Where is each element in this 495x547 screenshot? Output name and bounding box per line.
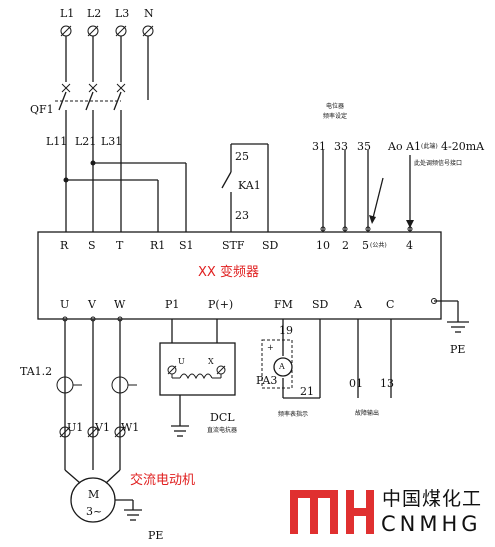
analog-range: 4-20mA [441, 140, 485, 153]
terminal-a: A [354, 298, 362, 311]
wire-w1-label: W1 [121, 421, 140, 434]
motor-label: 交流电动机 [130, 473, 196, 488]
inverter-box [37, 231, 442, 320]
note-potentiometer: 电位器 [326, 103, 345, 110]
analog-note-small: (此端) [421, 143, 438, 150]
frequency-meter [261, 319, 321, 399]
pa-top-label: 19 [279, 324, 293, 337]
wire-35-label: 35 [357, 140, 371, 153]
breaker-label: QF1 [30, 103, 54, 116]
supply-n-label: N [144, 7, 154, 20]
logo-mark [290, 490, 374, 534]
motor-outputs [56, 316, 137, 470]
terminal-s: S [88, 239, 96, 252]
pe-ground-right [431, 298, 469, 333]
pa-plus: + [267, 343, 274, 352]
relay-bottom-label: 23 [235, 209, 249, 222]
supply-l2-label: L2 [87, 7, 102, 20]
terminal-4: 4 [406, 239, 413, 252]
terminal-w: W [114, 298, 126, 311]
fault-note: 故障输出 [355, 410, 380, 417]
ta-label: TA1.2 [20, 365, 53, 378]
wire-l11-label: L11 [46, 135, 68, 148]
terminal-2: 2 [342, 239, 349, 252]
logo-text-cn: 中国煤化工 [382, 488, 483, 510]
pe-label-motor: PE [148, 529, 164, 542]
terminal-s1: S1 [179, 239, 194, 252]
analog-note: 此处调频信号接口 [414, 160, 463, 167]
dcl-x-label: X [208, 357, 214, 366]
terminal-5-note: (公共) [370, 242, 387, 249]
relay-ka1 [221, 143, 269, 232]
dcl-name: DCL [210, 411, 235, 424]
supply-l3-label: L3 [115, 7, 130, 20]
motor-letter: M [88, 488, 100, 501]
relay-top-label: 25 [235, 150, 249, 163]
terminal-r: R [60, 239, 69, 252]
terminal-t: T [116, 239, 124, 252]
breaker-qf1 [55, 83, 126, 232]
terminal-p1: P1 [165, 298, 180, 311]
fault-relay [357, 319, 392, 398]
wire-v1-label: V1 [95, 421, 110, 434]
relay-name-label: KA1 [238, 179, 261, 192]
dcl-u-label: U [178, 357, 185, 366]
fault-top-label: 01 [349, 377, 363, 390]
analog-inputs [320, 150, 414, 232]
pa-note: 频率表指示 [278, 411, 309, 418]
analog-label: Ao A1 [388, 140, 422, 153]
terminal-r1: R1 [150, 239, 166, 252]
motor [64, 469, 142, 523]
inverter-title: XX 变频器 [198, 265, 259, 280]
pa-name: PA3 [256, 374, 278, 387]
supply-terminals [60, 25, 154, 100]
pa-meter-label: A [279, 362, 285, 371]
terminal-v: V [88, 298, 96, 311]
terminal-c: C [386, 298, 395, 311]
note-frequency-set: 频率设定 [323, 113, 348, 120]
dcl-reactor [159, 319, 236, 437]
wire-33-label: 33 [334, 140, 348, 153]
terminal-10: 10 [316, 239, 330, 252]
fault-bottom-label: 13 [380, 377, 394, 390]
terminal-sd-top: SD [262, 239, 279, 252]
control-feed [63, 160, 187, 232]
terminal-5: 5 [362, 239, 369, 252]
logo-text-en: CNMHG [381, 512, 482, 536]
wire-u1-label: U1 [67, 421, 84, 434]
wire-l31-label: L31 [101, 135, 123, 148]
supply-l1-label: L1 [60, 7, 75, 20]
wire-31-label: 31 [312, 140, 326, 153]
pe-label-right: PE [450, 343, 466, 356]
terminal-sd-bottom: SD [312, 298, 329, 311]
terminal-stf: STF [222, 239, 245, 252]
motor-phase: 3~ [86, 505, 103, 518]
terminal-p-plus: P(+) [208, 298, 234, 311]
dcl-note: 直流电抗器 [207, 427, 238, 434]
wire-l21-label: L21 [75, 135, 97, 148]
terminal-u: U [60, 298, 70, 311]
pa-bottom-label: 21 [300, 385, 314, 398]
terminal-fm: FM [274, 298, 293, 311]
